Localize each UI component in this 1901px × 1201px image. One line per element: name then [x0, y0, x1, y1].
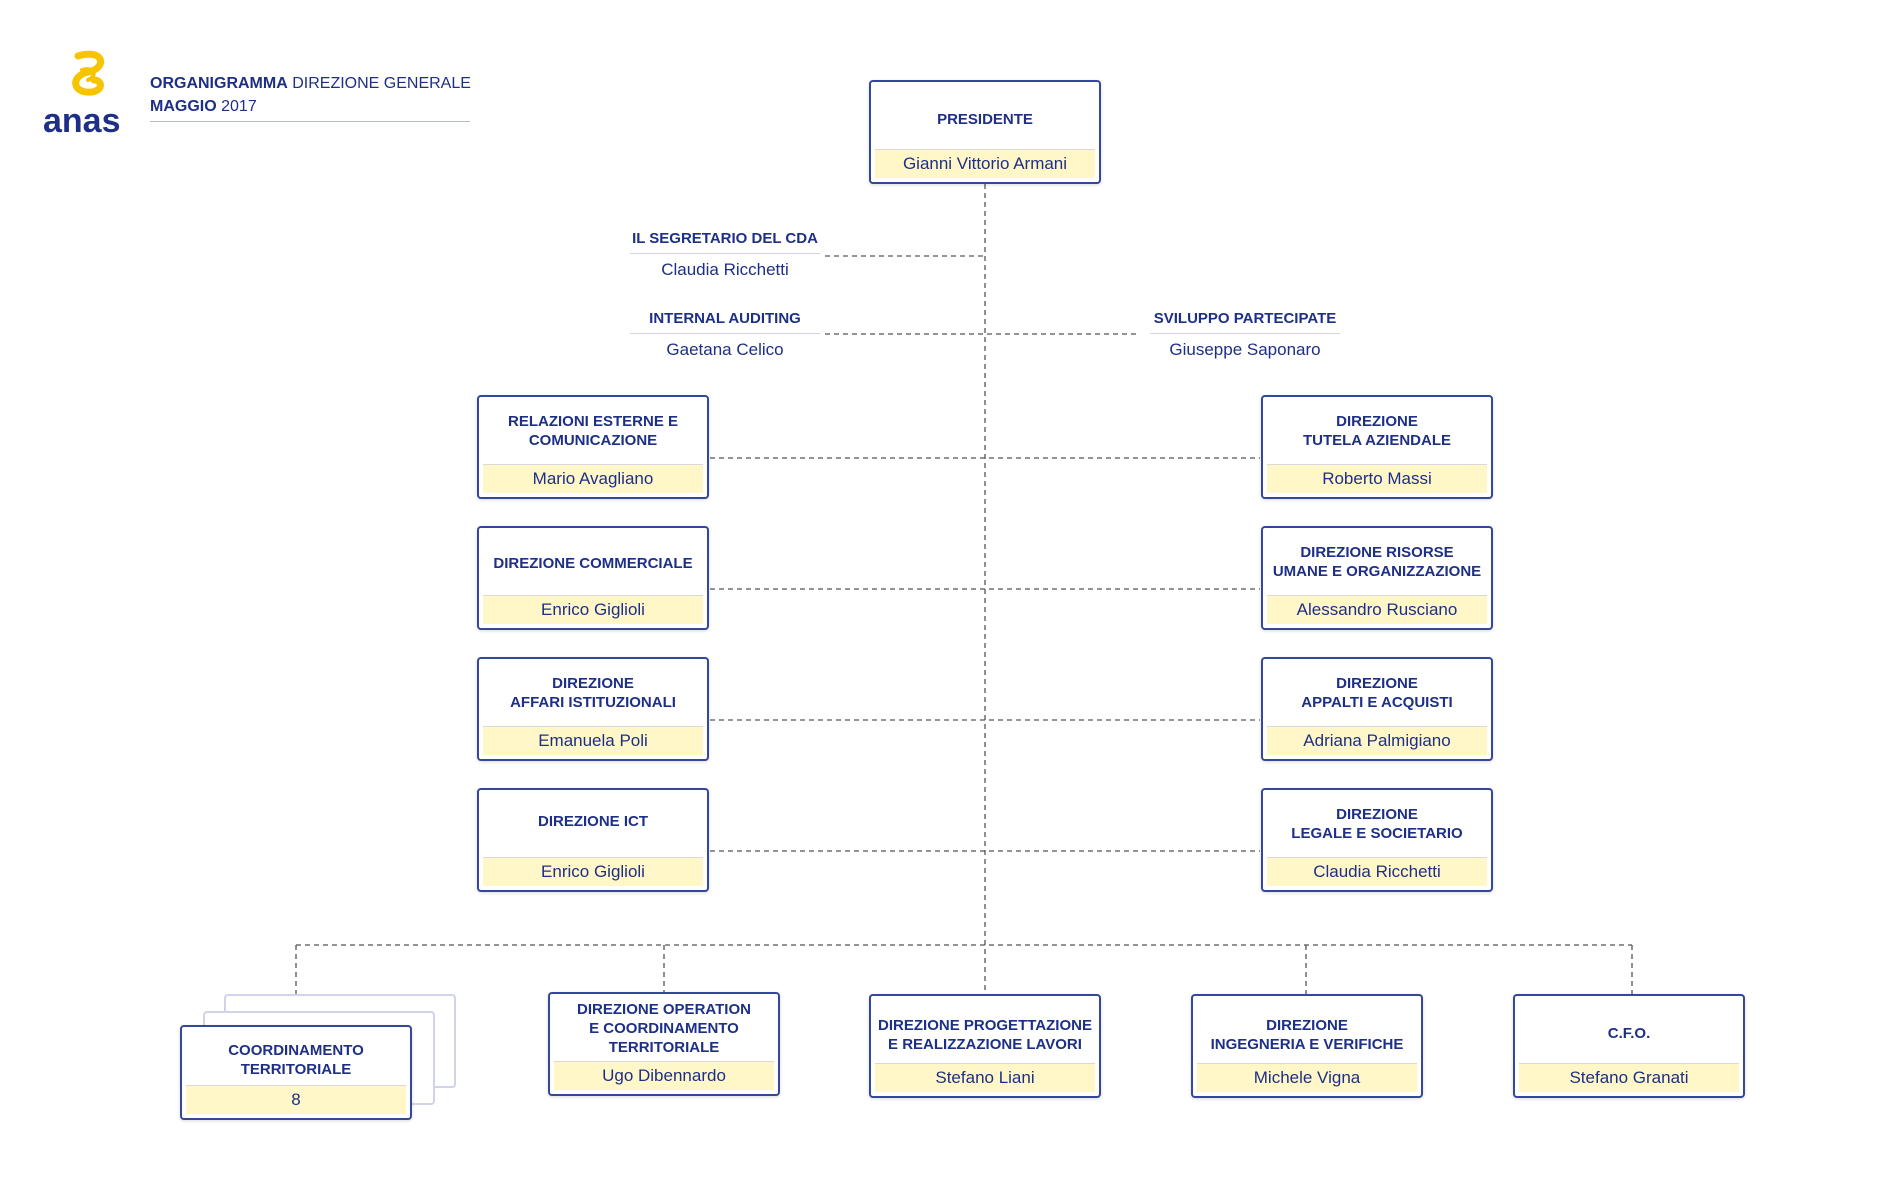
box-title: PRESIDENTE — [937, 111, 1033, 128]
box-title: DIREZIONE OPERATION E COORDINAMENTO TERR… — [577, 1001, 751, 1056]
staff-name: Gaetana Celico — [666, 340, 784, 359]
box-title: DIREZIONE TUTELA AZIENDALE — [1302, 413, 1452, 449]
box-title: DIREZIONE ICT — [537, 813, 648, 830]
box-name: Enrico Giglioli — [483, 595, 703, 624]
org-box-direzione-commerciale[interactable]: DIREZIONE COMMERCIALE Enrico Giglioli — [477, 526, 709, 630]
box-title: DIREZIONE APPALTI E ACQUISTI — [1301, 675, 1453, 711]
box-name: Enrico Giglioli — [483, 857, 703, 886]
org-box-direzione-ict[interactable]: DIREZIONE ICT Enrico Giglioli — [477, 788, 709, 892]
staff-auditing[interactable]: INTERNAL AUDITING Gaetana Celico — [630, 309, 820, 361]
box-name: 8 — [186, 1085, 406, 1114]
box-title: DIREZIONE LEGALE E SOCIETARIO — [1291, 806, 1463, 842]
box-name: Ugo Dibennardo — [554, 1061, 774, 1090]
org-box-progettazione[interactable]: DIREZIONE PROGETTAZIONE E REALIZZAZIONE … — [869, 994, 1101, 1098]
header-divider — [150, 121, 470, 122]
org-box-relazioni-esterne[interactable]: RELAZIONI ESTERNE E COMUNICAZIONE Mario … — [477, 395, 709, 499]
box-name: Stefano Liani — [875, 1063, 1095, 1092]
box-title: DIREZIONE COMMERCIALE — [493, 555, 693, 572]
org-box-operation[interactable]: DIREZIONE OPERATION E COORDINAMENTO TERR… — [548, 992, 780, 1096]
org-box-coordinamento-territoriale[interactable]: COORDINAMENTO TERRITORIALE 8 — [180, 1025, 412, 1120]
box-title: C.F.O. — [1607, 1025, 1651, 1042]
box-name: Alessandro Rusciano — [1267, 595, 1487, 624]
org-box-cfo[interactable]: C.F.O. Stefano Granati — [1513, 994, 1745, 1098]
staff-title: SVILUPPO PARTECIPATE — [1150, 309, 1340, 334]
box-title: RELAZIONI ESTERNE E COMUNICAZIONE — [507, 413, 679, 449]
box-title: DIREZIONE AFFARI ISTITUZIONALI — [510, 675, 676, 711]
org-box-presidente[interactable]: PRESIDENTE Gianni Vittorio Armani — [869, 80, 1101, 184]
staff-name: Giuseppe Saponaro — [1169, 340, 1321, 359]
box-name: Michele Vigna — [1197, 1063, 1417, 1092]
staff-title: INTERNAL AUDITING — [630, 309, 820, 334]
org-box-affari-istituzionali[interactable]: DIREZIONE AFFARI ISTITUZIONALI Emanuela … — [477, 657, 709, 761]
org-box-risorse-umane[interactable]: DIREZIONE RISORSE UMANE E ORGANIZZAZIONE… — [1261, 526, 1493, 630]
box-name: Emanuela Poli — [483, 726, 703, 755]
staff-name: Claudia Ricchetti — [661, 260, 789, 279]
box-name: Adriana Palmigiano — [1267, 726, 1487, 755]
org-box-appalti-acquisti[interactable]: DIREZIONE APPALTI E ACQUISTI Adriana Pal… — [1261, 657, 1493, 761]
box-name: Stefano Granati — [1519, 1063, 1739, 1092]
logo-text: anas — [43, 102, 121, 140]
staff-partecipate[interactable]: SVILUPPO PARTECIPATE Giuseppe Saponaro — [1150, 309, 1340, 361]
box-title: DIREZIONE INGEGNERIA E VERIFICHE — [1210, 1017, 1404, 1053]
org-box-legale-societario[interactable]: DIREZIONE LEGALE E SOCIETARIO Claudia Ri… — [1261, 788, 1493, 892]
anas-logo-icon — [42, 50, 134, 142]
staff-title: IL SEGRETARIO DEL CDA — [630, 229, 820, 254]
box-name: Claudia Ricchetti — [1267, 857, 1487, 886]
box-title: COORDINAMENTO TERRITORIALE — [228, 1042, 364, 1078]
box-title: DIREZIONE RISORSE UMANE E ORGANIZZAZIONE — [1272, 544, 1482, 580]
header-date-line: MAGGIO 2017 — [150, 98, 257, 115]
header-title-line: ORGANIGRAMMA DIREZIONE GENERALE — [150, 75, 471, 92]
page-header: ORGANIGRAMMA DIREZIONE GENERALE MAGGIO 2… — [150, 72, 471, 118]
box-name: Mario Avagliano — [483, 464, 703, 493]
box-name: Roberto Massi — [1267, 464, 1487, 493]
org-box-ingegneria[interactable]: DIREZIONE INGEGNERIA E VERIFICHE Michele… — [1191, 994, 1423, 1098]
box-name: Gianni Vittorio Armani — [875, 149, 1095, 178]
org-box-tutela-aziendale[interactable]: DIREZIONE TUTELA AZIENDALE Roberto Massi — [1261, 395, 1493, 499]
box-title: DIREZIONE PROGETTAZIONE E REALIZZAZIONE … — [878, 1017, 1092, 1053]
staff-segretario[interactable]: IL SEGRETARIO DEL CDA Claudia Ricchetti — [630, 229, 820, 281]
